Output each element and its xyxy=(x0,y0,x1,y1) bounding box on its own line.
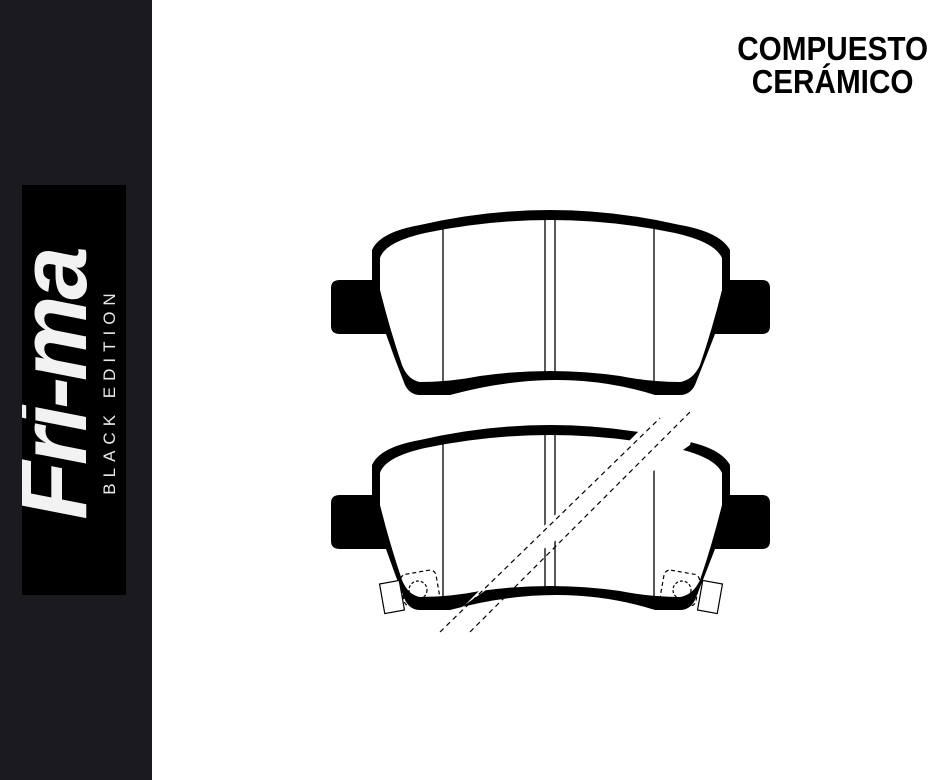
heading-line-2: CERÁMICO xyxy=(751,63,914,100)
brand-sidebar: Fri-ma BLACK EDITION xyxy=(0,0,152,780)
brake-pad-top xyxy=(330,209,771,396)
brake-pad-bottom xyxy=(330,410,771,633)
clip-right xyxy=(659,569,724,615)
compound-heading: COMPUESTO CERÁMICO xyxy=(737,32,928,98)
brand-logo: Fri-ma BLACK EDITION xyxy=(22,185,126,595)
clip-left xyxy=(378,569,441,615)
heading-line-1: COMPUESTO xyxy=(737,30,928,67)
section-lines xyxy=(439,411,691,633)
